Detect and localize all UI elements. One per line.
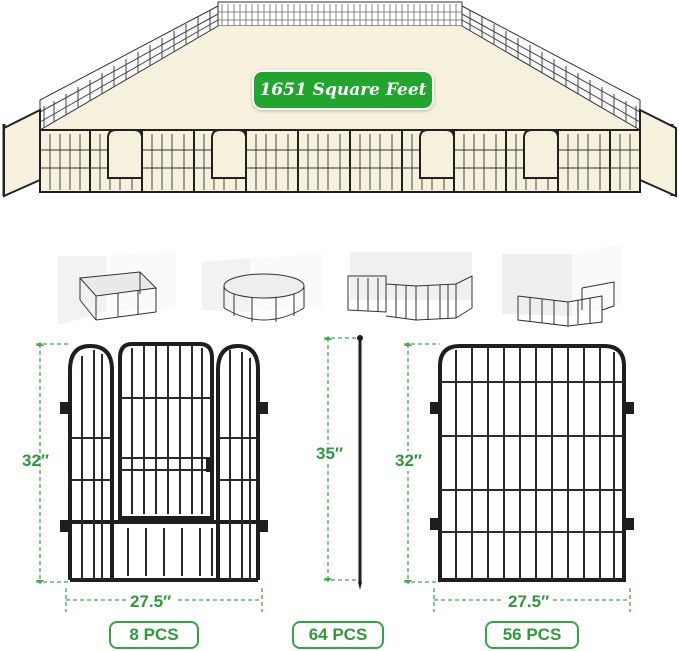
stake-height-label: 35″ [314,444,346,464]
door-panel-height-label: 32″ [22,451,50,470]
config-octagon-pen [202,252,324,324]
octagon-pen-icon [202,254,322,322]
config-l-shape-pen [498,244,624,330]
plain-panel-illustration [400,336,640,616]
plain-panel-width-label: 27.5″ [504,592,554,612]
plain-panel-count-badge: 56 PCS [485,621,579,649]
area-label: 1651 Square Feet [252,70,434,110]
square-pen-icon [58,250,176,325]
door-panel-width-label: 27.5″ [126,592,176,612]
config-square-pen [58,250,178,325]
door-panel-illustration [36,336,276,616]
plain-panel-height-label: 32″ [393,451,425,471]
hero-enclosure [0,0,679,205]
l-shape-pen-icon [502,244,622,327]
corner-fence-icon [347,252,473,321]
config-corner-fence [346,250,476,325]
stake-count-badge: 64 PCS [292,621,384,649]
door-panel-count-badge: 8 PCS [109,621,199,649]
